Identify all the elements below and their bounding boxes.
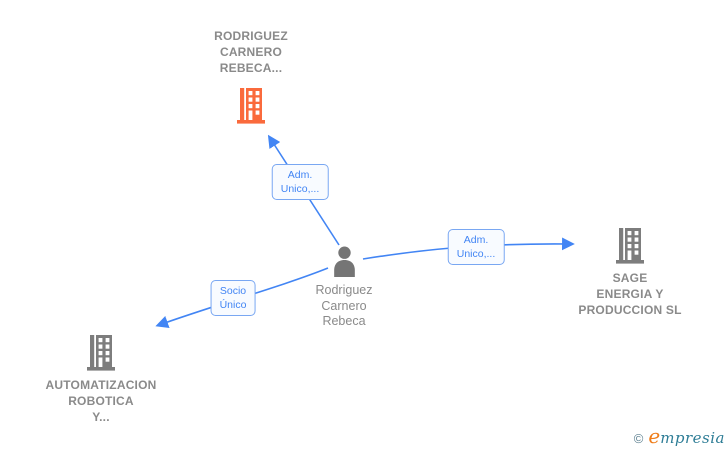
edge-label-adm-unico-top[interactable]: Adm. Unico,... [271, 164, 329, 200]
company-node-label: RODRIGUEZ CARNERO REBECA... [214, 29, 288, 75]
logo-letter-e: e [648, 424, 661, 448]
node-company-sage-energia[interactable]: SAGE ENERGIA Y PRODUCCION SL [559, 226, 701, 318]
node-person-rodriguez-carnero-rebeca[interactable]: Rodriguez Carnero Rebeca [284, 246, 404, 330]
building-icon [616, 228, 644, 264]
edge-label-adm-unico-right[interactable]: Adm. Unico,... [447, 229, 505, 265]
empresia-logo[interactable]: © e mpresia [633, 424, 725, 448]
person-node-label: Rodriguez Carnero Rebeca [315, 283, 373, 328]
node-company-automatizacion-robotica[interactable]: AUTOMATIZACION ROBOTICA Y... [25, 333, 177, 425]
company-node-label: AUTOMATIZACION ROBOTICA Y... [45, 378, 157, 424]
edge-label-socio-unico[interactable]: Socio Único [210, 280, 256, 316]
node-company-rodriguez-carnero-rebeca[interactable]: RODRIGUEZ CARNERO REBECA... [175, 28, 327, 124]
logo-text: mpresia [660, 429, 725, 447]
building-icon [237, 88, 265, 124]
building-icon [87, 335, 115, 371]
copyright-symbol: © [633, 431, 644, 446]
company-node-label: SAGE ENERGIA Y PRODUCCION SL [578, 271, 682, 317]
person-icon [333, 246, 355, 277]
